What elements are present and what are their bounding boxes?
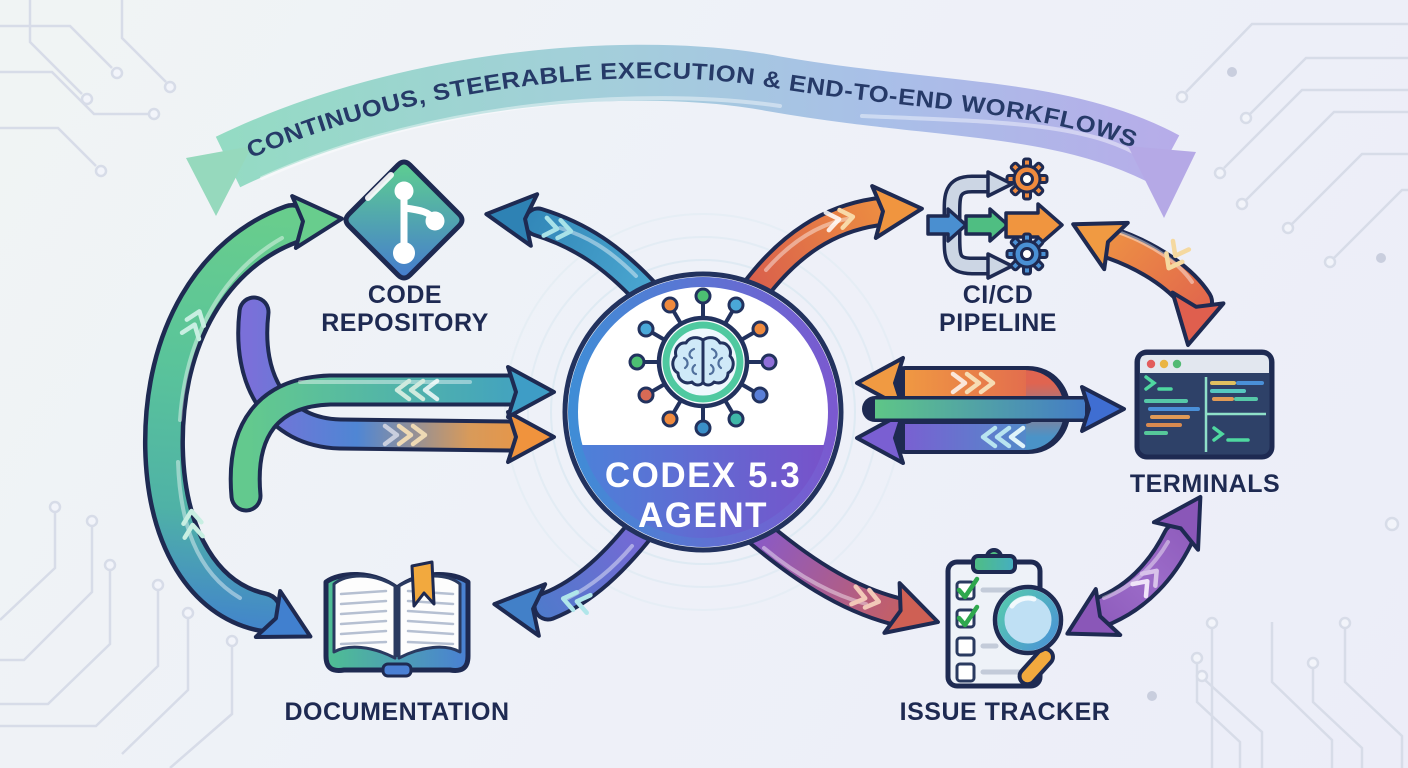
arrow-group-agent-terminals <box>855 356 1126 465</box>
cicd-label-line2: PIPELINE <box>939 309 1057 337</box>
agent-name-line2: AGENT <box>638 496 768 535</box>
arrow-agent-to-issue-tracker <box>737 512 940 635</box>
agent-name-line1: CODEX 5.3 <box>605 456 801 495</box>
documentation-label: DOCUMENTATION <box>285 698 510 726</box>
arrow-agent-to-cicd <box>737 184 924 309</box>
terminal-window-icon <box>1134 349 1275 460</box>
bookmark-ribbon <box>410 560 436 608</box>
cicd-label-line1: CI/CD <box>963 281 1034 309</box>
cicd-pipeline-node: CI/CD PIPELINE <box>926 157 1064 337</box>
documentation-node: DOCUMENTATION <box>285 560 510 726</box>
arrow-issue-tracker-terminals <box>1065 494 1203 637</box>
banner-ribbon: CONTINUOUS, STEERABLE EXECUTION & END-TO… <box>186 44 1196 218</box>
gear-icon-blue <box>1005 232 1049 276</box>
window-dot-red <box>1146 359 1156 369</box>
arrow-agent-to-repo <box>484 192 664 311</box>
pipeline-gears-icon <box>926 157 1064 280</box>
gear-icon-orange <box>1005 157 1049 201</box>
banner-arrowhead-left <box>186 146 252 216</box>
brain-circuit-icon <box>628 287 778 437</box>
arrow-agent-to-doc <box>492 504 664 638</box>
magnifier-icon <box>992 584 1064 687</box>
issue-tracker-label: ISSUE TRACKER <box>900 698 1111 726</box>
terminals-label: TERMINALS <box>1130 470 1280 498</box>
code-repository-label-line2: REPOSITORY <box>321 309 489 337</box>
code-repository-node: CODE REPOSITORY <box>321 159 489 337</box>
git-branch-diamond-icon <box>343 159 465 281</box>
window-dot-yellow <box>1159 359 1169 369</box>
banner-text: CONTINUOUS, STEERABLE EXECUTION & END-TO… <box>243 57 1142 163</box>
clipboard-search-icon <box>945 548 1064 689</box>
arrow-cicd-to-terminals <box>1071 220 1226 347</box>
window-dot-green <box>1172 359 1182 369</box>
loop-arrow-doc-repo <box>142 194 344 639</box>
terminals-node: TERMINALS <box>1130 349 1280 498</box>
code-repository-label-line1: CODE <box>368 281 442 309</box>
codex-agent-node: CODEX 5.3 AGENT <box>562 271 844 553</box>
issue-tracker-node: ISSUE TRACKER <box>900 548 1111 726</box>
arrow-agent-to-terminals <box>862 385 1126 433</box>
banner-arrowhead-right <box>1128 146 1196 218</box>
open-book-icon <box>323 560 471 678</box>
arrow-doc-to-agent <box>228 365 556 513</box>
